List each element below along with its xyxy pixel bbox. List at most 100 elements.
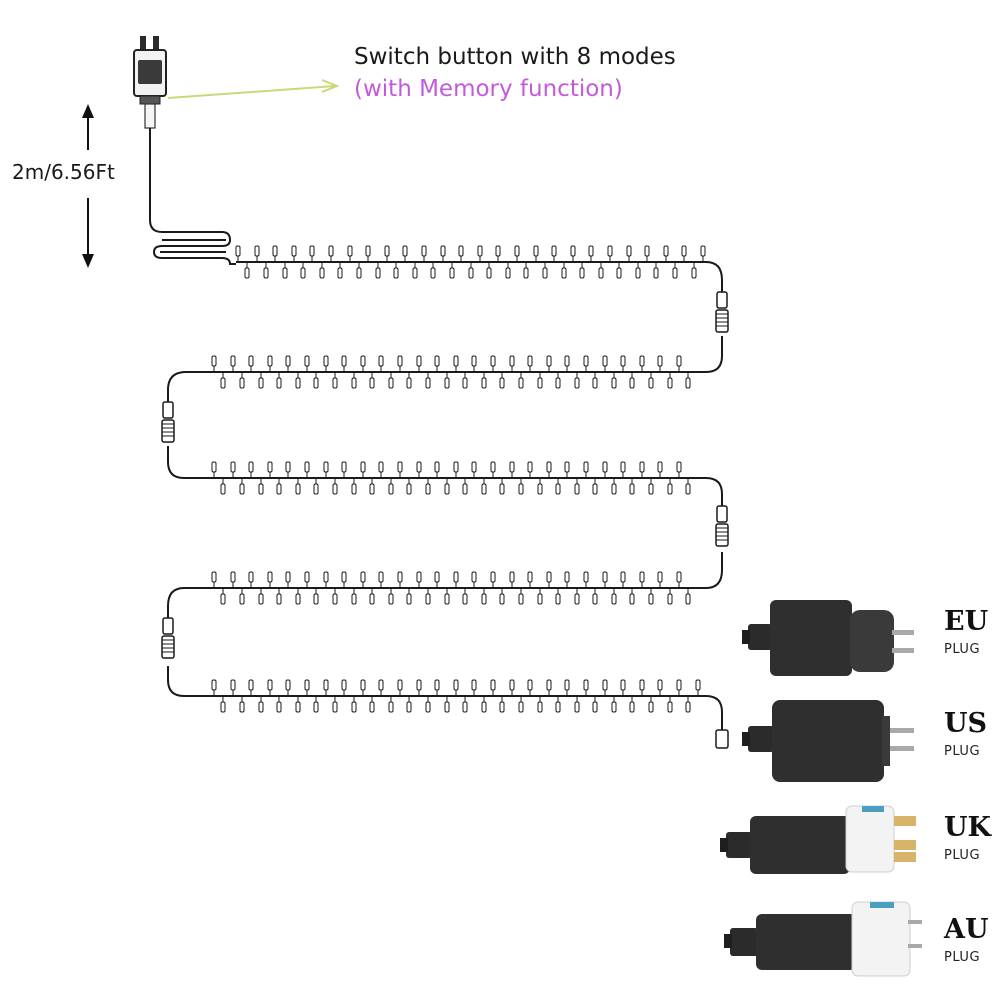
bulb [490,571,496,583]
bulb [267,571,273,583]
bulb [291,245,297,257]
bulb [546,355,552,367]
bulb [685,593,691,605]
bulb [230,461,236,473]
bulb [695,679,701,691]
bulb [388,483,394,495]
bulb [518,701,524,713]
bulb [239,377,245,389]
bulb [471,679,477,691]
bulb [360,355,366,367]
bulb [378,571,384,583]
bulb [574,377,580,389]
connector [161,617,175,659]
bulb [490,461,496,473]
bulb [509,461,515,473]
bulb [629,593,635,605]
bulb [304,461,310,473]
bulb [592,483,598,495]
bulb [685,377,691,389]
bulb [616,267,622,279]
bulb [505,267,511,279]
bulb [360,679,366,691]
bulb [527,461,533,473]
bulb [388,701,394,713]
bulb [313,701,319,713]
bulb [681,245,687,257]
bulb [588,245,594,257]
bulb [248,355,254,367]
bulb [499,593,505,605]
bulb [462,701,468,713]
au-plug-word: PLUG [944,950,981,965]
bulb [644,245,650,257]
bulb [360,571,366,583]
bulb [378,461,384,473]
eu-plug-code: EU [944,606,989,637]
connectors [161,291,729,749]
bulb [406,377,412,389]
bulb [607,245,613,257]
eu-plug-word: PLUG [944,642,981,657]
bulb [267,679,273,691]
bulb [276,593,282,605]
bulb [220,701,226,713]
bulb [555,701,561,713]
bulb [384,245,390,257]
bulb [434,355,440,367]
bulb [323,679,329,691]
bulb [639,679,645,691]
us-plug-code: US [944,708,988,739]
bulb [416,571,422,583]
bulb [239,593,245,605]
bulb [453,571,459,583]
bulb [555,377,561,389]
bulb [211,679,217,691]
bulb [295,483,301,495]
bulb [598,267,604,279]
bulb [527,571,533,583]
bulb [676,571,682,583]
bulb [462,377,468,389]
bulb [304,571,310,583]
bulb [248,571,254,583]
bulb [248,461,254,473]
bulb [239,701,245,713]
bulb [378,355,384,367]
bulb [592,377,598,389]
bulb [304,355,310,367]
bulb [564,679,570,691]
bulb-row [235,245,706,279]
bulb [425,701,431,713]
bulb [537,593,543,605]
bulb [248,679,254,691]
bulb [254,245,260,257]
bulb [440,245,446,257]
bulb [583,571,589,583]
bulb [639,461,645,473]
bulb [490,355,496,367]
bulb [602,461,608,473]
bulb [514,245,520,257]
bulb [700,245,706,257]
bulb [416,461,422,473]
bulb [351,593,357,605]
bulb [620,355,626,367]
bulb [542,267,548,279]
bulb [263,267,269,279]
bulb [676,461,682,473]
bulb [481,701,487,713]
bulb [691,267,697,279]
bulb [341,461,347,473]
bulb [481,483,487,495]
bulb [667,483,673,495]
bulb [258,483,264,495]
bulb [425,483,431,495]
bulb [230,355,236,367]
us-adapter [742,700,914,782]
bulb [490,679,496,691]
uk-adapter [720,805,916,874]
bulb [258,701,264,713]
